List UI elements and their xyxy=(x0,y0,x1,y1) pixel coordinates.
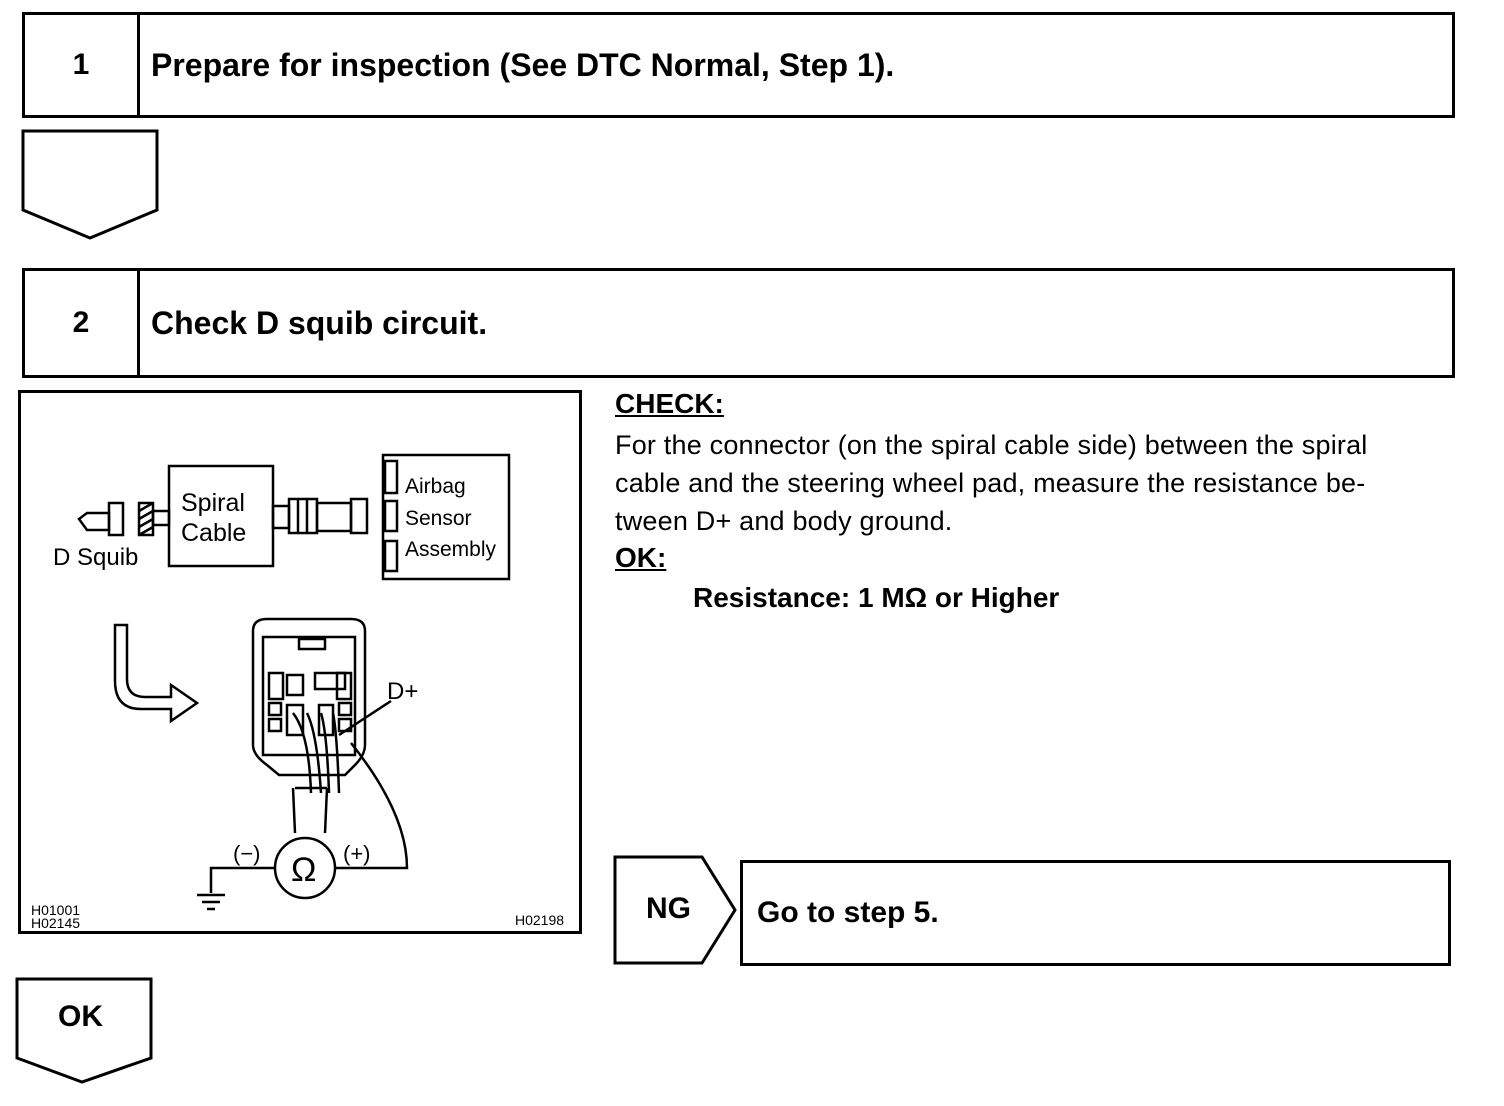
d-squib-label: D Squib xyxy=(53,544,138,571)
ng-action-text: Go to step 5. xyxy=(757,896,939,929)
step-2-title: Check D squib circuit. xyxy=(151,304,488,341)
figure-code-3: H02198 xyxy=(515,912,564,928)
assembly-label: Assembly xyxy=(405,538,497,561)
ok-arrow-icon xyxy=(15,977,153,1084)
check-text: For the connector (on the spiral cable s… xyxy=(615,426,1465,540)
figure-code-2: H02145 xyxy=(31,915,80,931)
d-plus-label: D+ xyxy=(387,678,418,705)
resistance-spec: Resistance: 1 MΩ or Higher xyxy=(693,582,1060,613)
ok-label: OK xyxy=(58,1000,103,1033)
check-line-2: cable and the steering wheel pad, measur… xyxy=(615,468,1366,498)
airbag-label: Airbag xyxy=(405,475,466,498)
plus-label: (+) xyxy=(343,841,371,866)
ng-action-box: Go to step 5. xyxy=(740,860,1451,966)
ng-arrow-icon xyxy=(613,855,737,965)
step-2-box: 2 Check D squib circuit. xyxy=(22,268,1455,378)
step-1-title: Prepare for inspection (See DTC Normal, … xyxy=(151,46,895,83)
d-squib-connector-icon xyxy=(77,511,111,532)
inspection-figure: Spiral Cable D Squib Airbag Sensor Assem… xyxy=(18,390,582,934)
airbag-sensor-assembly-box xyxy=(381,453,511,581)
ng-label: NG xyxy=(646,892,691,925)
ok-heading: OK: xyxy=(615,542,667,573)
step-2-number: 2 xyxy=(25,271,140,375)
check-line-1: For the connector (on the spiral cable s… xyxy=(615,430,1368,460)
step-1-box: 1 Prepare for inspection (See DTC Normal… xyxy=(22,12,1455,118)
spiral-label: Spiral xyxy=(181,489,245,517)
curved-arrow-icon xyxy=(113,623,200,724)
figure-code-1: H01001 xyxy=(31,902,80,918)
circuit-diagram: Spiral Cable D Squib Airbag Sensor Assem… xyxy=(31,453,564,931)
minus-label: (−) xyxy=(233,841,261,866)
next-arrow-icon xyxy=(21,129,159,240)
cable-label: Cable xyxy=(181,519,246,547)
sensor-label: Sensor xyxy=(405,507,472,530)
check-heading: CHECK: xyxy=(615,388,724,419)
step-1-number: 1 xyxy=(25,15,140,115)
check-line-3: tween D+ and body ground. xyxy=(615,506,953,536)
ohm-symbol: Ω xyxy=(291,851,316,889)
